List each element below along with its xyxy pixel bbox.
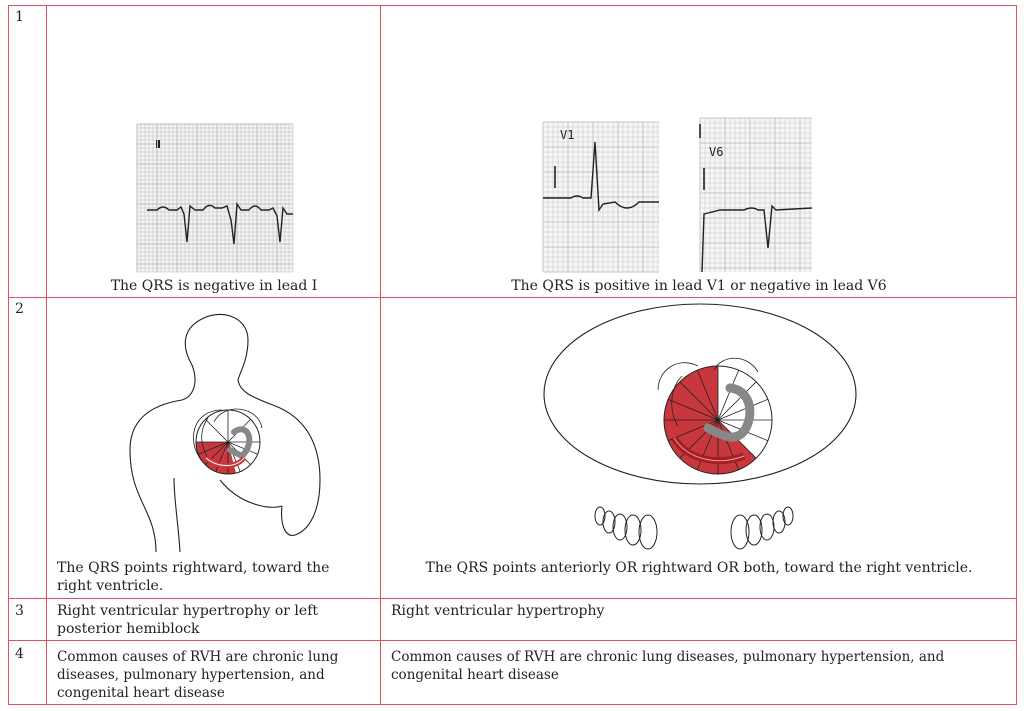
row4-right-text: Common causes of RVH are chronic lung di… (391, 649, 945, 683)
transverse-section-heart-diagram (543, 303, 857, 550)
row-number: 3 (15, 603, 24, 619)
table-border-right (1016, 5, 1017, 705)
row2-right-caption: The QRS points anteriorly OR rightward O… (425, 560, 973, 576)
table-border-top (8, 5, 1017, 6)
ecg-lead-v6-strip: V6 (699, 117, 813, 273)
ecg-lead-label: V6 (709, 145, 723, 159)
row-divider (8, 598, 1017, 599)
table-border-left (8, 5, 9, 705)
row3-left-text: Right ventricular hypertrophy or left po… (57, 603, 318, 637)
row-divider (8, 297, 1017, 298)
row-number: 1 (15, 9, 24, 25)
row1-right-caption: The QRS is positive in lead V1 or negati… (511, 278, 887, 294)
row-divider (8, 640, 1017, 641)
row4-left-text: Common causes of RVH are chronic lung di… (57, 649, 339, 701)
ecg-lead-v1-strip: V1 (542, 121, 659, 273)
row2-left-caption: The QRS points rightward, toward the rig… (57, 560, 330, 594)
column-divider (46, 5, 47, 705)
row1-left-caption: The QRS is negative in lead I (110, 278, 318, 294)
body-outline-heart-diagram (129, 313, 321, 553)
row3-right-text: Right ventricular hypertrophy (391, 603, 605, 619)
row-number: 4 (15, 646, 24, 662)
column-divider (380, 5, 381, 705)
ecg-lead-i-strip: I (136, 123, 294, 273)
ecg-lead-label: V1 (560, 128, 574, 142)
row-number: 2 (15, 301, 24, 317)
table-border-bottom (8, 704, 1017, 705)
comparison-table (8, 5, 1017, 705)
ecg-lead-label: I (155, 138, 158, 151)
